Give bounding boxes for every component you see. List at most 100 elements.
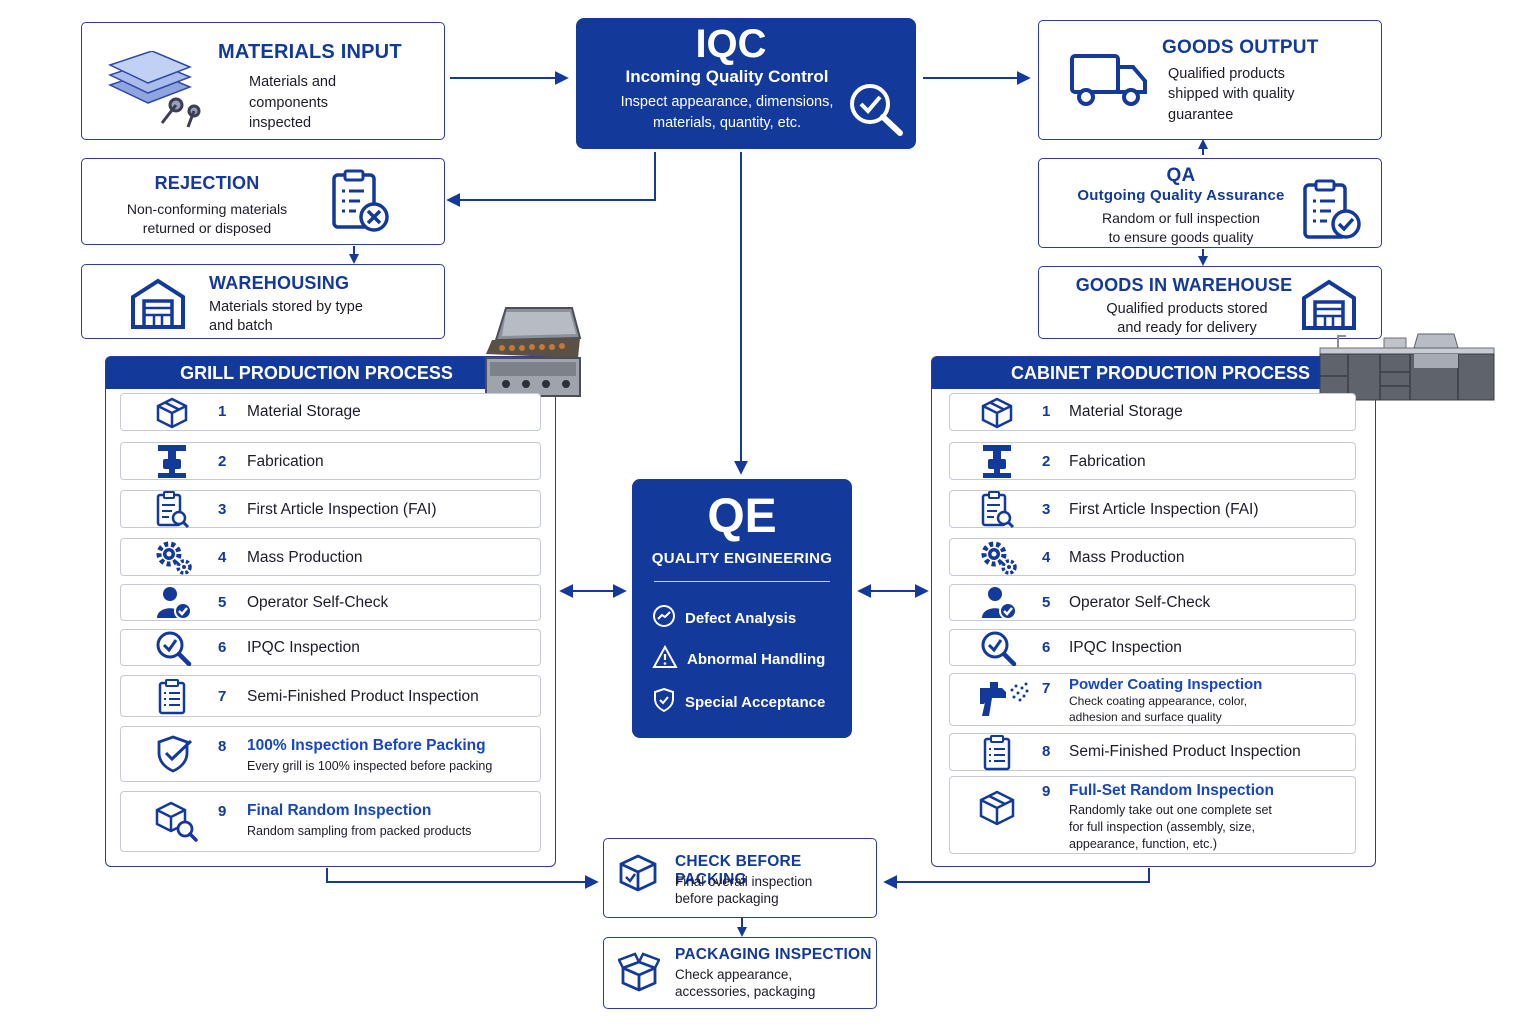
- materials-input-line: components: [249, 95, 328, 111]
- step-sub-line: Every grill is 100% inspected before pac…: [247, 759, 493, 773]
- step-label: Operator Self-Check: [1069, 594, 1211, 611]
- clipboard-search-icon: [155, 491, 191, 534]
- step-label: Semi-Finished Product Inspection: [1069, 743, 1301, 760]
- cabinet-steps: 1 Material Storage 2 Fabrication 3 First…: [934, 356, 1371, 867]
- qa-title: QA: [1166, 165, 1196, 186]
- step-number: 4: [218, 549, 227, 566]
- grill-steps: 1 Material Storage 2 Fabrication 3 First…: [105, 356, 556, 867]
- goods-output-line: guarantee: [1168, 107, 1234, 123]
- step-sub-line: adhesion and surface quality: [1069, 710, 1222, 724]
- goods-output-line: Qualified products: [1168, 66, 1285, 82]
- step-sub-line: appearance, function, etc.): [1069, 837, 1218, 851]
- qe-item-label: Defect Analysis: [685, 609, 797, 627]
- step-label: Mass Production: [1069, 549, 1185, 566]
- step-label: First Article Inspection (FAI): [247, 501, 437, 518]
- gears-icon: [155, 540, 193, 581]
- step-number: 5: [218, 594, 227, 611]
- iqc-heading: IQC: [695, 22, 767, 66]
- cabinet-step: 9 Full-Set Random Inspection Randomly ta…: [949, 776, 1356, 854]
- chart-circle-icon: [652, 604, 676, 632]
- box-search-icon: [155, 801, 199, 848]
- check-before-packing-line: Final overall inspection: [675, 874, 813, 889]
- qe-item-label: Abnormal Handling: [687, 650, 826, 668]
- step-number: 9: [1042, 783, 1051, 800]
- check-before-packing-card: CHECK BEFORE PACKING Final overall inspe…: [603, 838, 877, 918]
- materials-input-card: MATERIALS INPUT Materials and components…: [81, 22, 445, 140]
- goods-output-line: shipped with quality: [1168, 86, 1295, 102]
- cabinet-process-title: CABINET PRODUCTION PROCESS: [932, 357, 1375, 389]
- gears-icon: [980, 540, 1018, 581]
- cabinet-step: 2 Fabrication: [949, 442, 1356, 480]
- step-number: 2: [1042, 453, 1051, 470]
- operator-check-icon: [155, 585, 193, 626]
- box-icon: [980, 396, 1014, 435]
- step-label: Material Storage: [247, 403, 361, 420]
- step-label: Operator Self-Check: [247, 594, 389, 611]
- cabinet-step: 8 Semi-Finished Product Inspection: [949, 733, 1356, 771]
- goods-output-card: GOODS OUTPUT Qualified products shipped …: [1038, 20, 1382, 140]
- clipboard-list-icon: [155, 679, 189, 720]
- qa-line: Random or full inspection: [1102, 210, 1260, 226]
- step-number: 8: [218, 738, 227, 755]
- grill-step: 5 Operator Self-Check: [120, 584, 541, 621]
- step-label: Material Storage: [1069, 403, 1183, 420]
- qa-card: QA Outgoing Quality Assurance Random or …: [1038, 158, 1382, 248]
- warehousing-title: WAREHOUSING: [209, 273, 350, 293]
- warehousing-line: and batch: [209, 318, 273, 334]
- step-number: 6: [218, 639, 227, 656]
- rejection-line: Non-conforming materials: [126, 201, 288, 217]
- goods-output-title: GOODS OUTPUT: [1162, 37, 1319, 58]
- warehousing-card: WAREHOUSING Materials stored by type and…: [81, 264, 445, 339]
- grill-step: 6 IPQC Inspection: [120, 629, 541, 667]
- iqc-title: Incoming Quality Control: [625, 67, 829, 86]
- check-before-packing-line: before packaging: [675, 891, 779, 906]
- step-label: Final Random Inspection: [247, 802, 432, 819]
- packaging-inspection-line: Check appearance,: [675, 967, 793, 982]
- goods-in-warehouse-line: and ready for delivery: [1117, 320, 1257, 336]
- goods-in-warehouse-line: Qualified products stored: [1106, 301, 1268, 317]
- grill-step: 4 Mass Production: [120, 538, 541, 576]
- step-number: 4: [1042, 549, 1051, 566]
- step-label: IPQC Inspection: [247, 639, 360, 656]
- step-label: First Article Inspection (FAI): [1069, 501, 1259, 518]
- rejection-title: REJECTION: [154, 173, 260, 193]
- grill-step: 2 Fabrication: [120, 442, 541, 480]
- step-sub-line: Random sampling from packed products: [247, 824, 472, 838]
- grill-step: 9 Final Random Inspection Random samplin…: [120, 791, 541, 852]
- warehouse-icon: [1301, 278, 1357, 330]
- step-label: 100% Inspection Before Packing: [247, 737, 486, 754]
- cabinet-step: 6 IPQC Inspection: [949, 629, 1356, 667]
- qe-heading: QE: [707, 490, 777, 543]
- check-before-packing-title: CHECK BEFORE PACKING: [675, 853, 802, 888]
- grill-step: 3 First Article Inspection (FAI): [120, 490, 541, 529]
- cabinet-step: 4 Mass Production: [949, 538, 1356, 576]
- grill-step: 7 Semi-Finished Product Inspection: [120, 675, 541, 717]
- step-number: 7: [218, 688, 227, 705]
- step-number: 1: [1042, 403, 1051, 420]
- step-number: 3: [218, 501, 227, 518]
- shield-check-icon: [652, 687, 676, 717]
- cabinet-step: 1 Material Storage: [949, 393, 1356, 431]
- step-label: Full-Set Random Inspection: [1069, 782, 1274, 799]
- cabinet-step: 3 First Article Inspection (FAI): [949, 490, 1356, 529]
- qe-title: QUALITY ENGINEERING: [651, 550, 833, 567]
- goods-in-warehouse-card: GOODS IN WAREHOUSE Qualified products st…: [1038, 266, 1382, 339]
- iqc-desc-line: materials, quantity, etc.: [652, 115, 802, 131]
- step-number: 7: [1042, 680, 1051, 697]
- outdoor-kitchen-picture: [1318, 332, 1496, 402]
- cabinet-step: 7 Powder Coating Inspection Check coatin…: [949, 673, 1356, 726]
- box-icon: [978, 789, 1016, 832]
- materials-input-line: inspected: [249, 115, 312, 131]
- grill-step: 8 100% Inspection Before Packing Every g…: [120, 726, 541, 782]
- qe-item-label: Special Acceptance: [685, 693, 826, 711]
- materials-input-line: Materials and: [249, 74, 337, 90]
- materials-input-title: MATERIALS INPUT: [218, 41, 402, 63]
- qa-line: to ensure goods quality: [1108, 229, 1254, 245]
- step-sub-line: Randomly take out one complete set: [1069, 803, 1272, 817]
- qe-divider: [654, 581, 830, 582]
- truck-icon: [1069, 53, 1149, 107]
- step-label: Mass Production: [247, 549, 363, 566]
- press-machine-icon: [155, 443, 189, 484]
- clipboard-list-icon: [980, 735, 1014, 776]
- packaging-inspection-line: accessories, packaging: [675, 984, 816, 999]
